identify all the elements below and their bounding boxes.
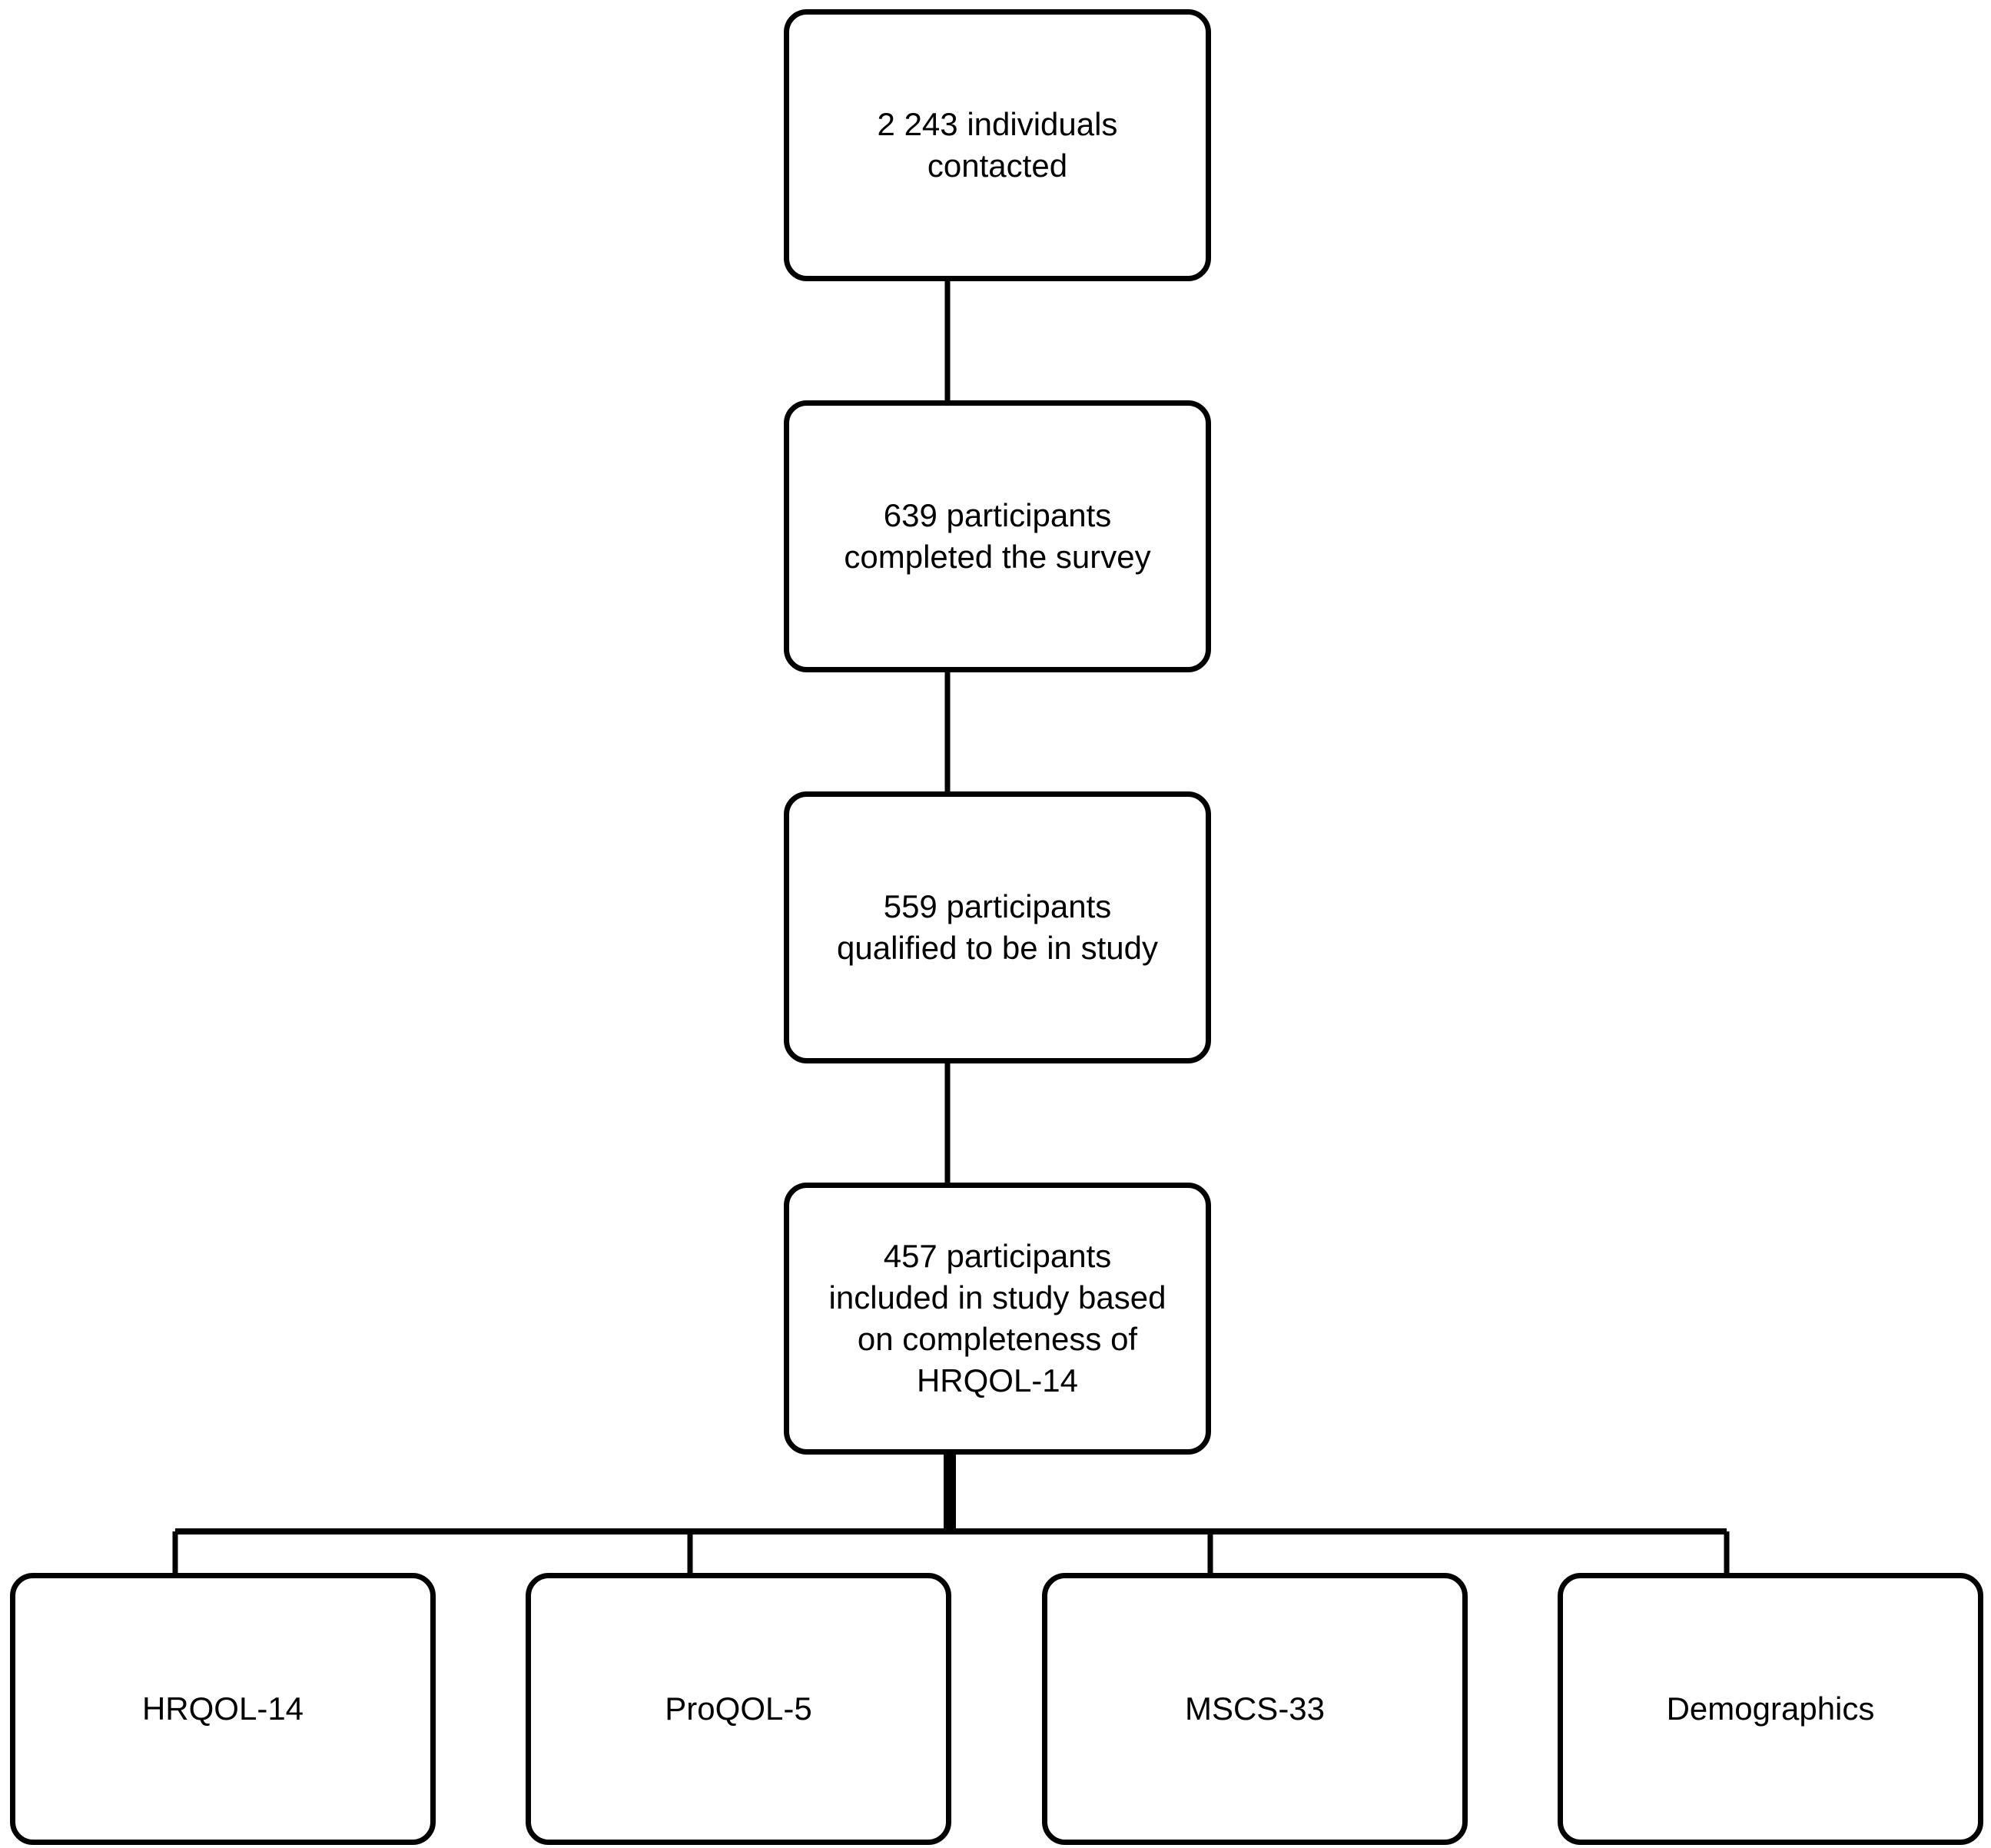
branch-hrqol-14: HRQOL-14 bbox=[10, 1573, 436, 1845]
branch-mscs-33-text: MSCS-33 bbox=[1184, 1690, 1326, 1727]
branch-mscs-33: MSCS-33 bbox=[1042, 1573, 1468, 1845]
step-completed-survey-text: 639 participants completed the survey bbox=[844, 497, 1151, 575]
step-included-in-study-text: 457 participants included in study based… bbox=[828, 1238, 1166, 1398]
branch-proqol-5: ProQOL-5 bbox=[526, 1573, 951, 1845]
step-individuals-contacted-text: 2 243 individuals contacted bbox=[877, 106, 1118, 184]
step-qualified: 559 participants qualified to be in stud… bbox=[784, 791, 1211, 1063]
step-individuals-contacted: 2 243 individuals contacted bbox=[784, 9, 1211, 281]
step-included-in-study: 457 participants included in study based… bbox=[784, 1183, 1211, 1455]
branch-demographics: Demographics bbox=[1558, 1573, 1983, 1845]
step-qualified-text: 559 participants qualified to be in stud… bbox=[837, 888, 1158, 966]
step-completed-survey: 639 participants completed the survey bbox=[784, 400, 1211, 672]
branch-proqol-5-text: ProQOL-5 bbox=[665, 1690, 812, 1727]
branch-demographics-text: Demographics bbox=[1666, 1690, 1875, 1727]
branch-hrqol-14-text: HRQOL-14 bbox=[141, 1690, 304, 1727]
